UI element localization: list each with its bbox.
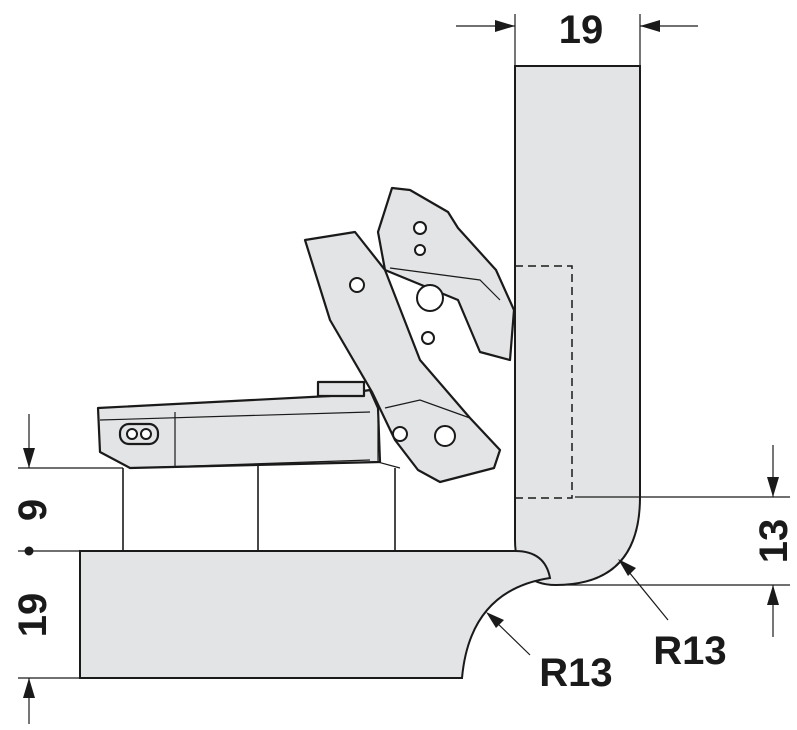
side-panel <box>79 550 552 679</box>
hinge-upper-link <box>376 186 516 362</box>
leader-radius-side-panel: R13 <box>486 612 613 695</box>
door-panel <box>514 65 641 587</box>
label-radius-door: R13 <box>653 629 726 673</box>
label-overlay: 13 <box>752 519 796 564</box>
hinge-front-link <box>303 230 502 484</box>
hinge-cup-outline <box>514 265 573 499</box>
label-side-panel-thickness: 19 <box>11 593 55 638</box>
dimension-dot <box>24 546 34 556</box>
dim-overlay: 13 <box>556 445 796 637</box>
dim-door-thickness: 19 <box>456 8 698 66</box>
hinge-arm <box>96 380 382 470</box>
label-door-thickness: 19 <box>559 8 604 52</box>
label-radius-side-panel: R13 <box>539 651 612 695</box>
dim-left: 9 19 <box>11 414 123 724</box>
leader-radius-door: R13 <box>618 559 727 673</box>
label-drill-distance: 9 <box>11 499 55 521</box>
